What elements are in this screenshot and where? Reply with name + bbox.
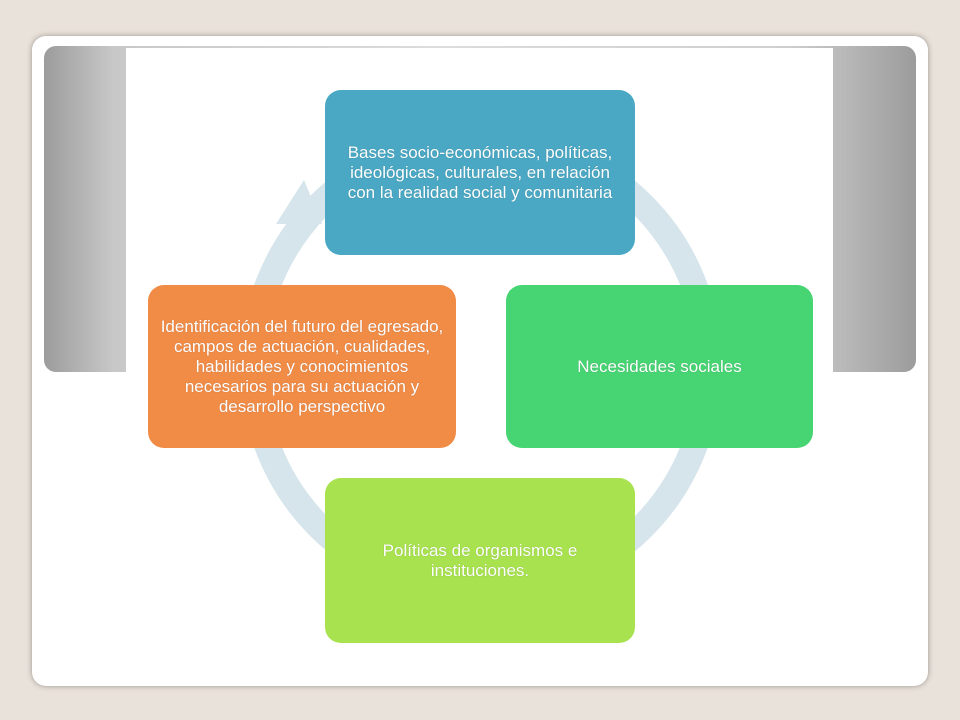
node-identificacion-egresado: Identificación del futuro del egresado, …	[148, 285, 456, 448]
cycle-diagram: Bases socio-económicas, políticas, ideol…	[126, 48, 833, 667]
node-politicas-organismos: Políticas de organismos e instituciones.	[325, 478, 635, 643]
node-identificacion-egresado-text: Identificación del futuro del egresado, …	[160, 316, 444, 416]
node-necesidades-sociales-text: Necesidades sociales	[577, 356, 742, 376]
node-bases-socioeconomicas-text: Bases socio-económicas, políticas, ideol…	[347, 142, 613, 202]
node-politicas-organismos-text: Políticas de organismos e instituciones.	[382, 540, 578, 580]
cycle-arrowhead-icon	[276, 180, 322, 224]
node-necesidades-sociales: Necesidades sociales	[506, 285, 813, 448]
node-bases-socioeconomicas: Bases socio-económicas, políticas, ideol…	[325, 90, 635, 255]
